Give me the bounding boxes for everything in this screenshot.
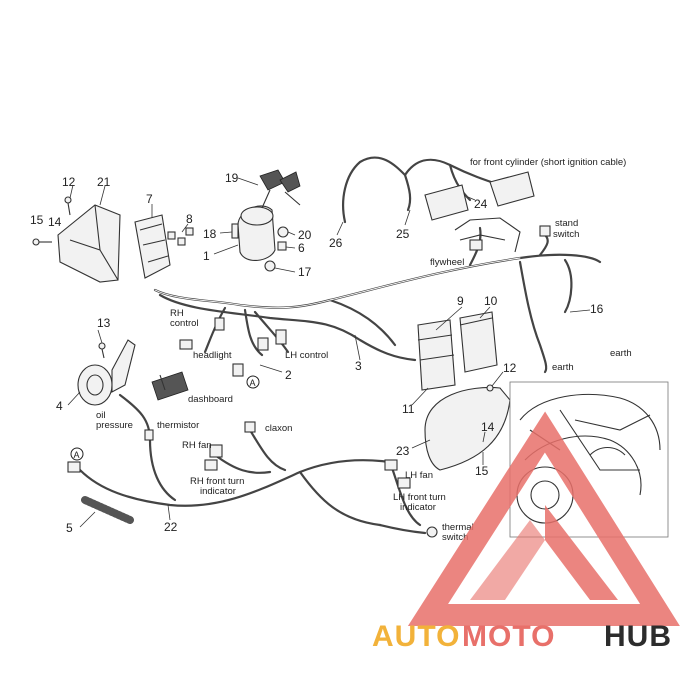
- sleeve: [81, 496, 134, 524]
- svg-text:MOTO: MOTO: [462, 620, 555, 653]
- label-lh-turn-indicator: indicator: [400, 502, 436, 513]
- label-oil-pressure: oil: [96, 410, 106, 421]
- part-number: 14: [48, 215, 62, 229]
- relays: [417, 311, 498, 391]
- part-number: 9: [457, 294, 464, 308]
- label-front-cylinder: for front cylinder (short ignition cable…: [470, 157, 626, 168]
- label-lh-control: LH control: [285, 350, 328, 361]
- label-lh-fan: LH fan: [405, 470, 433, 481]
- ignition-coils: [424, 171, 535, 221]
- part-number: 10: [484, 294, 498, 308]
- svg-text:A: A: [74, 450, 80, 460]
- label-thermal-switch: switch: [442, 532, 468, 543]
- stand-switch: [454, 217, 521, 253]
- watermark-text: AUTO MOTO HUB: [372, 620, 672, 653]
- part-number: 5: [66, 521, 73, 535]
- ignition-switch: [237, 169, 301, 261]
- part-number: 26: [329, 236, 343, 250]
- label-earth: earth: [552, 362, 574, 373]
- part-number: 6: [298, 241, 305, 255]
- svg-text:HUB: HUB: [604, 620, 672, 653]
- part-number: 15: [30, 213, 44, 227]
- part-number: 23: [396, 444, 410, 458]
- leader-lines: [67, 177, 591, 528]
- part-number: 21: [97, 175, 111, 189]
- label-claxon: claxon: [265, 423, 292, 434]
- part-number: 11: [402, 402, 415, 416]
- part-number: 14: [481, 420, 495, 434]
- label-stand-switch: switch: [553, 229, 579, 240]
- indicator-connectors: [67, 421, 438, 538]
- part-number: 13: [97, 316, 111, 330]
- part-number: 20: [298, 228, 312, 242]
- dashboard-connector: [151, 371, 189, 401]
- label-flywheel: flywheel: [430, 257, 464, 268]
- part-number: 3: [355, 359, 362, 373]
- label-thermal-switch: thermal: [442, 522, 474, 533]
- part-number: 22: [164, 520, 178, 534]
- part-number: 7: [146, 192, 153, 206]
- fasteners: [32, 196, 289, 359]
- label-rh-fan: RH fan: [182, 440, 212, 451]
- part-numbers: 12 21 7 8 19 18 15 14 1 20 6 17 3 2 4 13…: [30, 171, 604, 535]
- part-number: 15: [475, 464, 489, 478]
- part-number: 1: [203, 249, 210, 263]
- main-harness: [153, 226, 602, 374]
- label-stand-switch: stand: [555, 218, 578, 229]
- watermark-logo: [407, 411, 680, 626]
- label-headlight: headlight: [193, 350, 232, 361]
- label-rh-control: control: [170, 318, 199, 329]
- label-rh-control: RH: [170, 308, 184, 319]
- label-rh-turn-indicator: indicator: [200, 486, 236, 497]
- label-lh-turn-indicator: LH front turn: [393, 492, 446, 503]
- part-number: 8: [186, 212, 193, 226]
- clips: [167, 227, 194, 246]
- part-number: 18: [203, 227, 217, 241]
- marker-a: A A: [70, 375, 260, 461]
- part-number: 12: [503, 361, 517, 375]
- part-number: 12: [62, 175, 76, 189]
- harness-connectors: [179, 225, 551, 377]
- svg-text:A: A: [250, 378, 256, 388]
- svg-text:AUTO: AUTO: [372, 620, 460, 653]
- part-number: 19: [225, 171, 239, 185]
- horn: [77, 339, 136, 406]
- thermal-switch-wire: [378, 523, 427, 535]
- label-thermistor: thermistor: [157, 420, 199, 431]
- side-cover: [424, 384, 511, 471]
- label-rh-turn-indicator: RH front turn: [190, 476, 244, 487]
- label-oil-pressure: pressure: [96, 420, 133, 431]
- part-number: 4: [56, 399, 63, 413]
- label-dashboard: dashboard: [188, 394, 233, 405]
- part-number: 2: [285, 368, 292, 382]
- control-unit: [134, 214, 171, 279]
- headlight-bracket: [57, 204, 121, 283]
- part-number: 17: [298, 265, 312, 279]
- part-number: 25: [396, 227, 410, 241]
- part-number: 16: [590, 302, 604, 316]
- part-number: 24: [474, 197, 488, 211]
- front-harness: [78, 393, 422, 527]
- callout-labels: for front cylinder (short ignition cable…: [96, 157, 632, 543]
- label-earth: earth: [610, 348, 632, 359]
